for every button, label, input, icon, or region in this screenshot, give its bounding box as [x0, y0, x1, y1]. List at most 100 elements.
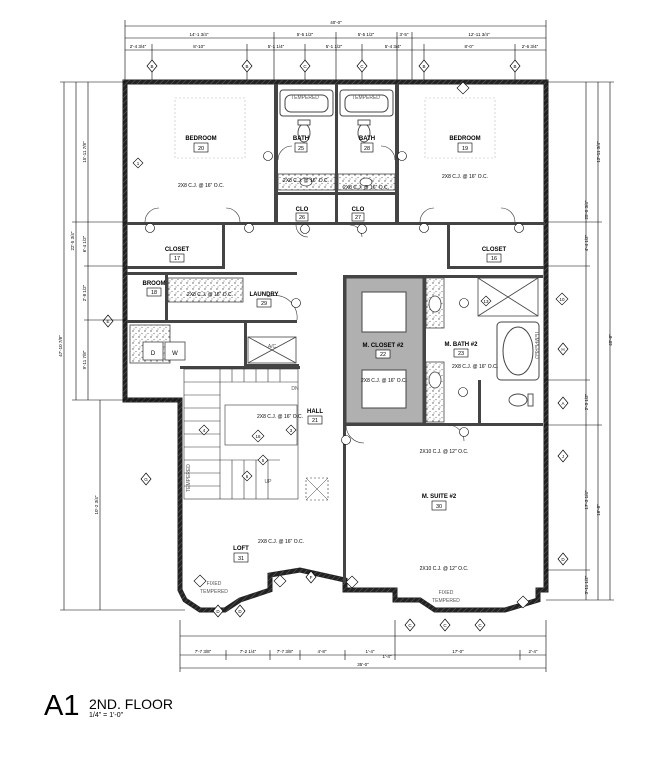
svg-text:2X8 C.J. @ 16" O.C.: 2X8 C.J. @ 16" O.C.	[283, 178, 329, 184]
door-swings	[144, 145, 516, 444]
svg-text:D: D	[561, 557, 565, 562]
svg-text:TEMPERED: TEMPERED	[432, 598, 460, 604]
svg-text:TEMPERED: TEMPERED	[352, 95, 380, 101]
svg-text:4: 4	[203, 428, 206, 433]
svg-text:TEMPERED: TEMPERED	[291, 95, 319, 101]
svg-text:9'-11 7/8": 9'-11 7/8"	[82, 350, 87, 369]
svg-text:2X8 C.J. @ 16" O.C.: 2X8 C.J. @ 16" O.C.	[178, 183, 224, 189]
left-dimensions	[60, 81, 185, 611]
svg-text:10'-2 3/4": 10'-2 3/4"	[94, 495, 99, 514]
svg-text:8'-0": 8'-0"	[465, 44, 474, 49]
room-name: LAUNDRY	[249, 292, 278, 298]
room-number: 26	[299, 215, 305, 221]
svg-text:5'-1 1/2": 5'-1 1/2"	[326, 44, 343, 49]
room-name: BEDROOM	[185, 136, 216, 142]
svg-text:7'-2 1/4": 7'-2 1/4"	[240, 649, 257, 654]
room-name: M. BATH #2	[445, 342, 479, 348]
svg-text:2X10 C.J. @ 12" O.C.: 2X10 C.J. @ 12" O.C.	[420, 449, 469, 455]
room-name: BROOM	[143, 281, 166, 287]
room-number: 25	[298, 146, 304, 152]
svg-text:6'-4 1/2": 6'-4 1/2"	[82, 235, 87, 252]
washer-dryer	[142, 341, 186, 361]
toilets	[297, 119, 534, 407]
svg-text:4'-4 1/2": 4'-4 1/2"	[584, 234, 589, 251]
svg-text:12'-11 3/4": 12'-11 3/4"	[468, 32, 490, 37]
svg-text:47'-10 7/8": 47'-10 7/8"	[58, 335, 63, 357]
svg-text:15'-11 7/8": 15'-11 7/8"	[82, 141, 87, 163]
bathtubs	[279, 89, 540, 381]
room-number: 23	[458, 351, 464, 357]
room-number: 31	[238, 556, 244, 562]
room-number-boxes	[146, 142, 502, 563]
svg-text:2X8 C.J. @ 16" O.C.: 2X8 C.J. @ 16" O.C.	[257, 414, 303, 420]
window-tags-side	[102, 314, 569, 632]
svg-text:C: C	[408, 623, 412, 628]
svg-text:2'-8 1/2": 2'-8 1/2"	[82, 284, 87, 301]
svg-text:UP: UP	[265, 479, 273, 485]
window-tags-top	[146, 59, 521, 73]
room-number: 27	[355, 215, 361, 221]
top-dimensions	[124, 20, 547, 82]
svg-text:F: F	[310, 575, 313, 580]
svg-text:A/C: A/C	[268, 344, 277, 350]
sinks	[299, 177, 442, 389]
svg-text:DN: DN	[291, 386, 299, 392]
svg-text:C: C	[443, 623, 447, 628]
room-name: CLOSET	[165, 247, 190, 253]
right-dimensions	[546, 81, 614, 601]
svg-text:C: C	[303, 64, 307, 69]
svg-text:3'-11 1/2": 3'-11 1/2"	[584, 575, 589, 594]
svg-text:2X8 C.J. @ 16" O.C.: 2X8 C.J. @ 16" O.C.	[258, 539, 304, 545]
svg-text:2X8 C.J. @ 16" O.C.: 2X8 C.J. @ 16" O.C.	[361, 378, 407, 384]
svg-text:W: W	[172, 351, 178, 357]
attic-access	[305, 477, 329, 501]
right-dimension-labels: 40'-8" 12'-11 3/4" 25'-5 3/4" 4'-4 1/2" …	[584, 141, 613, 594]
svg-text:1'-4": 1'-4"	[366, 649, 375, 654]
room-number: 28	[364, 146, 370, 152]
bottom-dimensions	[179, 620, 547, 672]
interior-walls	[127, 84, 545, 583]
window-tag-b: B	[150, 64, 153, 69]
svg-text:5'-4 3/4": 5'-4 3/4"	[385, 44, 402, 49]
room-number: 21	[312, 418, 318, 424]
room-name: M. SUITE #2	[422, 494, 457, 500]
svg-text:1: 1	[137, 161, 140, 166]
svg-text:TEMPERED: TEMPERED	[186, 464, 192, 492]
svg-text:2X10 C.J. @ 12" O.C.: 2X10 C.J. @ 12" O.C.	[420, 566, 469, 572]
svg-text:TEMPERED: TEMPERED	[200, 589, 228, 595]
svg-text:8'-10": 8'-10"	[193, 44, 205, 49]
svg-text:B: B	[422, 64, 425, 69]
svg-text:B: B	[513, 64, 516, 69]
svg-text:17'-0": 17'-0"	[452, 649, 464, 654]
svg-text:2'-4": 2'-4"	[529, 649, 538, 654]
drawing-scale: 1/4" = 1'-0"	[89, 712, 124, 719]
room-name: CLO	[296, 207, 309, 213]
room-number: 18	[151, 290, 157, 296]
svg-text:6: 6	[246, 474, 249, 479]
room-number: 19	[462, 146, 468, 152]
svg-text:5'-5 1/2": 5'-5 1/2"	[358, 32, 375, 37]
room-name: CLO	[352, 207, 365, 213]
floor-name: 2ND. FLOOR	[89, 696, 174, 712]
svg-text:H: H	[561, 347, 564, 352]
room-number: 20	[198, 146, 204, 152]
room-name: BATH	[359, 136, 375, 142]
svg-text:2X8 C.J. @ 16" O.C.: 2X8 C.J. @ 16" O.C.	[187, 292, 233, 298]
joist-notes: 2X8 C.J. @ 16" O.C. 2X8 C.J. @ 16" O.C. …	[178, 174, 498, 572]
door-tags	[145, 151, 524, 445]
svg-text:16'-8": 16'-8"	[596, 504, 601, 516]
room-number: 16	[491, 256, 497, 262]
room-name: CLOSET	[482, 247, 507, 253]
svg-text:4'-8": 4'-8"	[318, 649, 327, 654]
svg-text:2'-4 3/4": 2'-4 3/4"	[130, 44, 147, 49]
svg-text:5'-5 1/2": 5'-5 1/2"	[297, 32, 314, 37]
svg-text:5: 5	[262, 458, 265, 463]
dim-top-overall: 40'-0"	[330, 20, 342, 25]
svg-text:3: 3	[290, 428, 293, 433]
svg-text:2'-6 3/4": 2'-6 3/4"	[522, 44, 539, 49]
svg-text:40'-8": 40'-8"	[608, 334, 613, 346]
svg-text:D: D	[151, 351, 156, 357]
svg-text:16: 16	[255, 434, 261, 439]
room-number: 29	[261, 301, 267, 307]
